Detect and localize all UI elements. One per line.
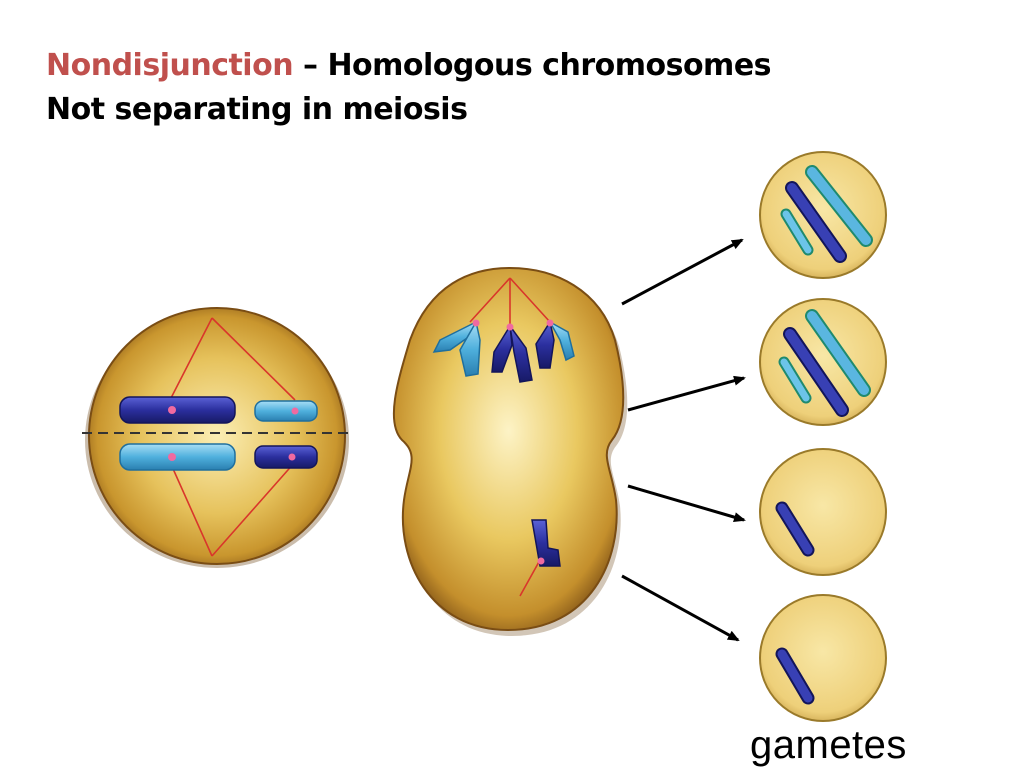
lower-chromosome [531, 519, 561, 567]
arrow-to-gamete-3 [627, 484, 746, 522]
arrow-to-gamete-2 [627, 375, 746, 412]
gamete-3 [759, 448, 887, 576]
gamete-1 [759, 151, 887, 279]
arrow-to-gamete-1 [621, 238, 744, 306]
chromosome-pair-small [254, 400, 318, 469]
spindle-fibers [169, 317, 296, 557]
gamete-2 [759, 298, 887, 426]
title-line-1: Nondisjunction – Homologous chromosomes [46, 44, 772, 88]
centromere [291, 407, 299, 415]
arrow-to-gamete-4 [621, 574, 740, 642]
centromere [168, 453, 176, 461]
dividing-cell-membrane [392, 266, 625, 632]
title-term: Nondisjunction [46, 48, 294, 83]
chromosome-pair-large [119, 396, 236, 471]
chromosome-dark-small [254, 445, 318, 469]
centromere [288, 453, 296, 461]
centromere [168, 406, 176, 414]
gametes-label: gametes [750, 723, 907, 767]
title-rest: – Homologous chromosomes [293, 48, 772, 83]
upper-spindle [469, 277, 551, 325]
chromosome-light-large [119, 443, 236, 471]
title-line-2: Not separating in meiosis [46, 92, 468, 127]
arrows [621, 238, 746, 642]
cell-membrane [88, 307, 346, 565]
slide-title: Nondisjunction – Homologous chromosomes … [46, 44, 772, 132]
metaphase-cell [82, 307, 352, 568]
chromosome-light-small [254, 400, 318, 422]
gamete-4 [759, 594, 887, 722]
upper-chromosome-cluster [432, 319, 575, 383]
chromosome-dark-large [119, 396, 236, 424]
anaphase-cell [392, 266, 628, 636]
lower-spindle [519, 559, 541, 597]
